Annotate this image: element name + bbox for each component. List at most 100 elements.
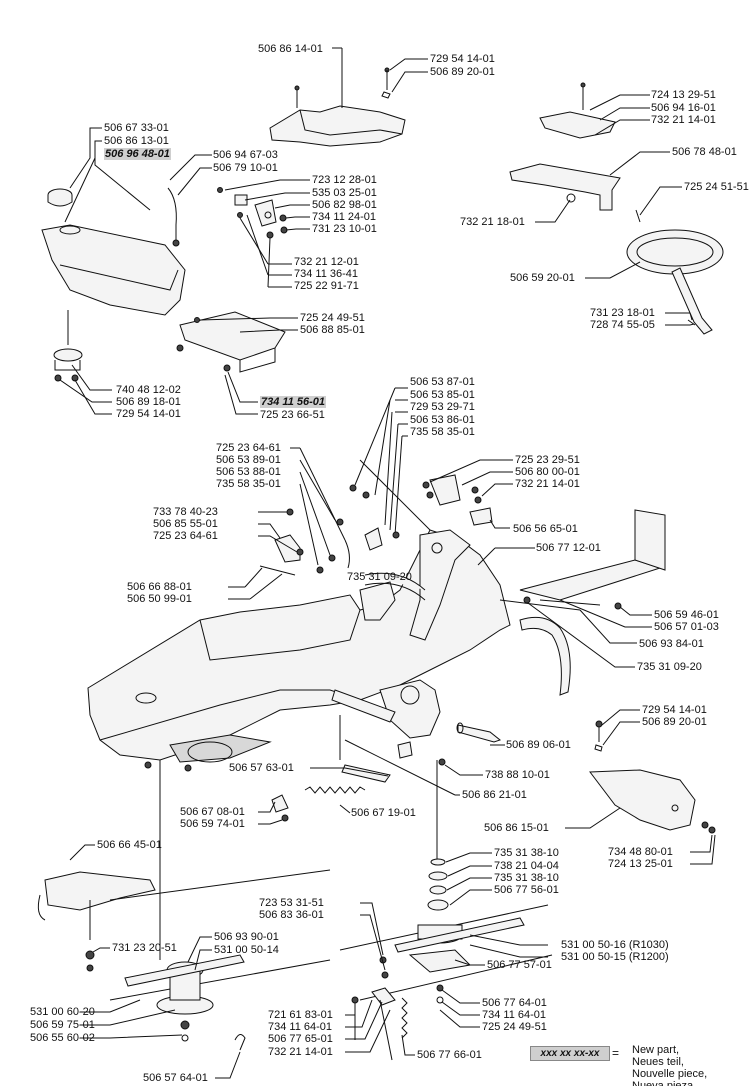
legend-line: New part, — [632, 1044, 680, 1056]
part-label: 735 31 09-20 — [637, 661, 702, 673]
part-label: 506 86 21-01 — [462, 789, 527, 801]
part-label: 729 54 14-01 — [642, 704, 707, 716]
part-label: 731 23 18-01 — [590, 307, 655, 319]
part-label: 732 21 12-01 — [294, 256, 359, 268]
part-label: 731 23 10-01 — [312, 223, 377, 235]
part-label: 725 23 64-61 — [153, 530, 218, 542]
part-label: 732 21 14-01 — [515, 478, 580, 490]
part-label: 506 57 63-01 — [229, 762, 294, 774]
part-label: 506 55 60-02 — [30, 1032, 95, 1044]
part-label: 506 59 74-01 — [180, 818, 245, 830]
left-pulley-assembly — [37, 760, 331, 1079]
part-label: 506 53 85-01 — [410, 389, 475, 401]
part-label: 506 56 65-01 — [513, 523, 578, 535]
part-label: 506 94 16-01 — [651, 102, 716, 114]
part-label: 506 85 55-01 — [153, 518, 218, 530]
part-label: 506 57 64-01 — [143, 1072, 208, 1084]
part-label: 506 66 88-01 — [127, 581, 192, 593]
part-label: 740 48 12-02 — [116, 384, 181, 396]
part-label: 729 54 14-01 — [430, 53, 495, 65]
part-label: 734 11 36-41 — [294, 268, 359, 280]
legend-line: Nueva pieza — [632, 1080, 694, 1086]
part-label: 506 57 01-03 — [654, 621, 719, 633]
part-label-new: 734 11 56-01 — [260, 396, 327, 408]
part-label: 506 53 88-01 — [216, 466, 281, 478]
part-label: 506 89 18-01 — [116, 396, 181, 408]
part-label: 506 77 66-01 — [417, 1049, 482, 1061]
part-label: 734 11 64-01 — [268, 1021, 333, 1033]
part-label: 506 89 20-01 — [430, 66, 495, 78]
part-label: 735 31 09-20 — [347, 571, 412, 583]
part-label: 506 66 45-01 — [97, 839, 162, 851]
part-label: 738 88 10-01 — [485, 769, 550, 781]
part-label: 506 93 90-01 — [214, 931, 279, 943]
part-label: 506 79 10-01 — [213, 162, 278, 174]
part-label: 732 21 18-01 — [460, 216, 525, 228]
part-label: 506 53 89-01 — [216, 454, 281, 466]
legend-text: New part, Neues teil, Nouvelle piece, Nu… — [632, 1044, 707, 1086]
part-label: 725 24 49-51 — [300, 312, 365, 324]
part-label: 732 21 14-01 — [651, 114, 716, 126]
part-label: 731 23 20-51 — [112, 942, 177, 954]
part-label: 506 53 87-01 — [410, 376, 475, 388]
steering-assembly — [509, 82, 724, 335]
part-label: 506 89 06-01 — [506, 739, 571, 751]
part-label: 734 11 64-01 — [482, 1009, 547, 1021]
part-label: 506 59 20-01 — [510, 272, 575, 284]
part-label: 506 86 15-01 — [484, 822, 549, 834]
part-label: 506 59 46-01 — [654, 609, 719, 621]
part-label: 723 53 31-51 — [259, 897, 324, 909]
part-label: 735 31 38-10 — [494, 847, 559, 859]
part-label: 738 21 04-04 — [494, 860, 559, 872]
new-part-highlight: 506 96 48-01 — [104, 148, 171, 160]
part-label: 721 61 83-01 — [268, 1009, 333, 1021]
part-label: 735 58 35-01 — [216, 478, 281, 490]
part-label: 729 53 29-71 — [410, 401, 475, 413]
part-label: 506 78 48-01 — [672, 146, 737, 158]
part-label: 531 00 50-15 (R1200) — [561, 951, 669, 963]
part-label: 506 59 75-01 — [30, 1019, 95, 1031]
part-label: 724 13 29-51 — [651, 89, 716, 101]
part-label: 734 11 24-01 — [312, 211, 377, 223]
part-label: 506 86 14-01 — [258, 43, 323, 55]
part-label: 506 77 57-01 — [487, 959, 552, 971]
new-part-highlight: 734 11 56-01 — [260, 396, 327, 408]
part-label: 531 00 50-16 (R1030) — [561, 939, 669, 951]
blade-spindle-assembly — [339, 760, 553, 1061]
legend-equals: = — [612, 1046, 620, 1060]
part-label: 725 23 66-51 — [260, 409, 325, 421]
part-label: 732 21 14-01 — [268, 1046, 333, 1058]
part-label: 506 67 33-01 — [104, 122, 169, 134]
seat-assembly — [41, 127, 212, 415]
part-label: 725 23 29-51 — [515, 454, 580, 466]
rear-cover — [565, 709, 716, 865]
part-label: 733 78 40-23 — [153, 506, 218, 518]
part-label: 506 80 00-01 — [515, 466, 580, 478]
throttle-bracket — [228, 508, 304, 600]
seat-bracket — [176, 311, 298, 415]
part-label: 506 82 98-01 — [312, 199, 377, 211]
part-label: 506 88 85-01 — [300, 324, 365, 336]
part-label: 506 67 08-01 — [180, 806, 245, 818]
part-label: 506 67 19-01 — [351, 807, 416, 819]
part-label: 506 93 84-01 — [639, 638, 704, 650]
part-label: 506 53 86-01 — [410, 414, 475, 426]
legend-new-part-key: xxx xx xx-xx — [530, 1046, 610, 1061]
control-linkage — [290, 387, 408, 574]
part-label: 506 89 20-01 — [642, 716, 707, 728]
part-label: 735 58 35-01 — [410, 426, 475, 438]
legend-line: Nouvelle piece, — [632, 1068, 708, 1080]
part-label: 735 31 38-10 — [494, 872, 559, 884]
part-label: 725 23 64-61 — [216, 442, 281, 454]
part-label: 728 74 55-05 — [590, 319, 655, 331]
front-hood-cover — [269, 47, 428, 147]
part-label: 725 24 51-51 — [684, 181, 749, 193]
part-label: 724 13 25-01 — [608, 858, 673, 870]
part-label-new: 506 96 48-01 — [104, 148, 171, 160]
part-label: 506 77 64-01 — [482, 997, 547, 1009]
part-label: 734 48 80-01 — [608, 846, 673, 858]
part-label: 531 00 60-20 — [30, 1006, 95, 1018]
part-label: 506 86 13-01 — [104, 135, 169, 147]
part-label: 723 12 28-01 — [312, 174, 377, 186]
